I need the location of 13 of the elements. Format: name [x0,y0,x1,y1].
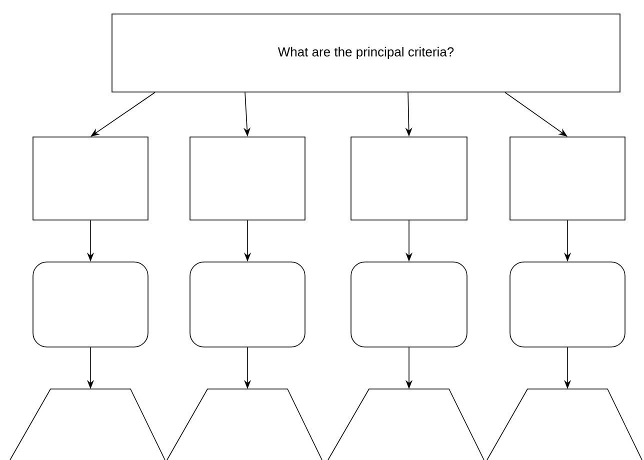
trapezoid [486,388,642,460]
empty-box [190,136,306,220]
trapezoid [166,388,322,460]
empty-box [510,136,626,220]
trapezoid [10,388,166,460]
empty-box [32,136,148,220]
rounded-box [350,262,468,348]
empty-box [350,136,468,220]
rounded-box [510,262,626,348]
question-box: What are the principal criteria? [112,14,620,92]
trapezoid [328,388,484,460]
rounded-box [190,262,306,348]
rounded-box [32,262,148,348]
